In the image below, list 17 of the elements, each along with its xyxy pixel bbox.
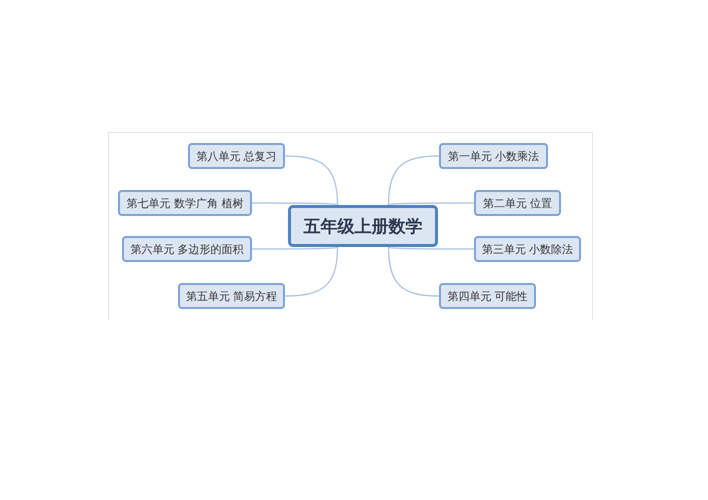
topic-box: 第四单元 可能性 xyxy=(439,283,536,309)
connector-line xyxy=(252,246,338,250)
topic-box: 第六单元 多边形的面积 xyxy=(122,236,252,262)
connector-line xyxy=(284,246,338,297)
topic-box: 第五单元 简易方程 xyxy=(178,283,285,309)
topic-box: 第三单元 小数除法 xyxy=(474,236,581,262)
connector-line xyxy=(388,202,474,206)
connector-line xyxy=(388,155,440,206)
central-topic-box: 五年级上册数学 xyxy=(288,205,438,247)
connector-line xyxy=(388,246,474,250)
topic-box: 第七单元 数学广角 植树 xyxy=(118,190,252,216)
connector-line xyxy=(388,246,440,297)
topic-box: 第一单元 小数乘法 xyxy=(439,143,548,169)
topic-box: 第八单元 总复习 xyxy=(188,143,285,169)
connector-line xyxy=(284,155,338,206)
connector-line xyxy=(252,202,338,206)
topic-box: 第二单元 位置 xyxy=(474,190,561,216)
